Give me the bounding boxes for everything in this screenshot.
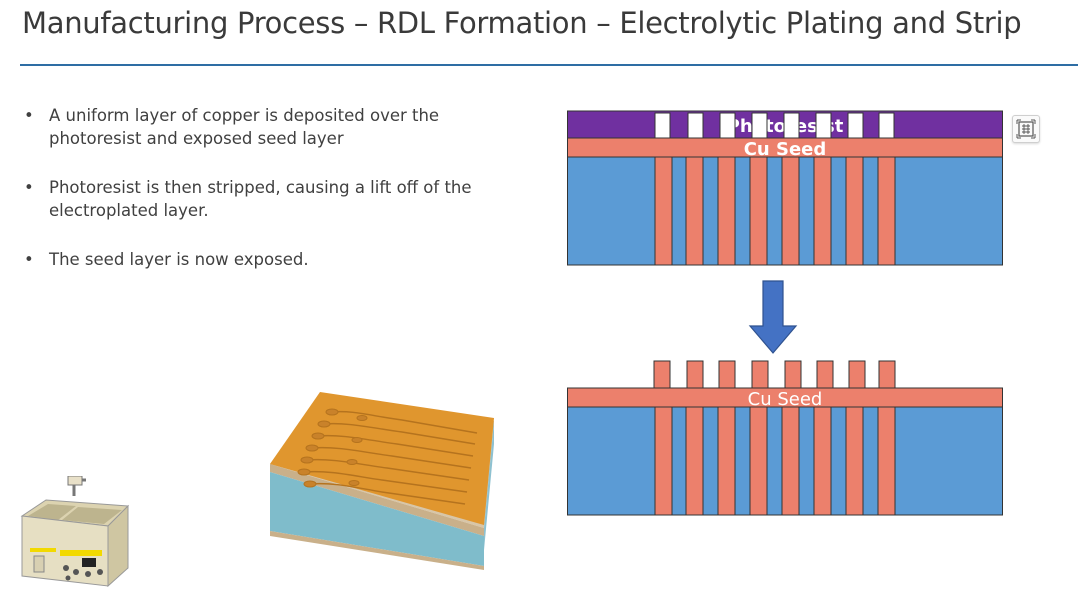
cu-seed-label: Cu Seed bbox=[748, 389, 823, 410]
via-column bbox=[717, 406, 736, 516]
via-column bbox=[813, 406, 832, 516]
via-column bbox=[845, 156, 864, 266]
via-columns bbox=[654, 406, 896, 516]
via-column bbox=[717, 156, 736, 266]
plated-pad bbox=[751, 360, 769, 389]
plated-pad bbox=[878, 360, 896, 389]
bullet-list: • A uniform layer of copper is deposited … bbox=[22, 104, 492, 297]
plating-tank-illustration bbox=[20, 476, 130, 588]
via-column bbox=[845, 406, 864, 516]
via-column bbox=[877, 156, 896, 266]
plated-pad bbox=[784, 360, 802, 389]
opening bbox=[783, 112, 800, 139]
bullet-item: • The seed layer is now exposed. bbox=[22, 248, 492, 271]
via-column bbox=[685, 406, 704, 516]
plated-pad bbox=[686, 360, 704, 389]
grid-frame-icon bbox=[1016, 119, 1036, 139]
via-column bbox=[749, 156, 768, 266]
bullet-dot: • bbox=[24, 106, 34, 125]
via-column bbox=[813, 156, 832, 266]
via-column bbox=[781, 156, 800, 266]
plated-pad bbox=[816, 360, 834, 389]
bullet-text: The seed layer is now exposed. bbox=[49, 250, 309, 269]
via-columns bbox=[654, 156, 896, 266]
bullet-dot: • bbox=[24, 178, 34, 197]
bullet-item: • A uniform layer of copper is deposited … bbox=[22, 104, 492, 150]
bullet-text: A uniform layer of copper is deposited o… bbox=[49, 106, 440, 148]
opening bbox=[815, 112, 832, 139]
down-arrow-icon bbox=[748, 280, 798, 354]
bullet-item: • Photoresist is then stripped, causing a… bbox=[22, 176, 492, 222]
photoresist-openings bbox=[654, 112, 895, 139]
opening bbox=[847, 112, 864, 139]
title-underline bbox=[20, 64, 1078, 66]
via-column bbox=[781, 406, 800, 516]
via-column bbox=[749, 406, 768, 516]
opening bbox=[878, 112, 895, 139]
stripped-cross-section: Cu Seed bbox=[567, 360, 1003, 516]
bullet-dot: • bbox=[24, 250, 34, 269]
plating-cross-section: Cu Seed Photoresist bbox=[567, 110, 1003, 266]
opening bbox=[751, 112, 768, 139]
opening bbox=[654, 112, 671, 139]
plated-pad bbox=[718, 360, 736, 389]
rdl-substrate-illustration bbox=[270, 392, 494, 570]
slide-title: Manufacturing Process – RDL Formation – … bbox=[22, 6, 1022, 40]
via-column bbox=[654, 406, 673, 516]
plated-pad bbox=[848, 360, 866, 389]
via-column bbox=[877, 406, 896, 516]
opening bbox=[687, 112, 704, 139]
via-column bbox=[654, 156, 673, 266]
bullet-text: Photoresist is then stripped, causing a … bbox=[49, 178, 472, 220]
grid-frame-button[interactable] bbox=[1012, 115, 1040, 143]
cu-seed-label: Cu Seed bbox=[744, 139, 827, 160]
via-column bbox=[685, 156, 704, 266]
plated-pads bbox=[653, 360, 896, 389]
opening bbox=[719, 112, 736, 139]
plated-pad bbox=[653, 360, 671, 389]
